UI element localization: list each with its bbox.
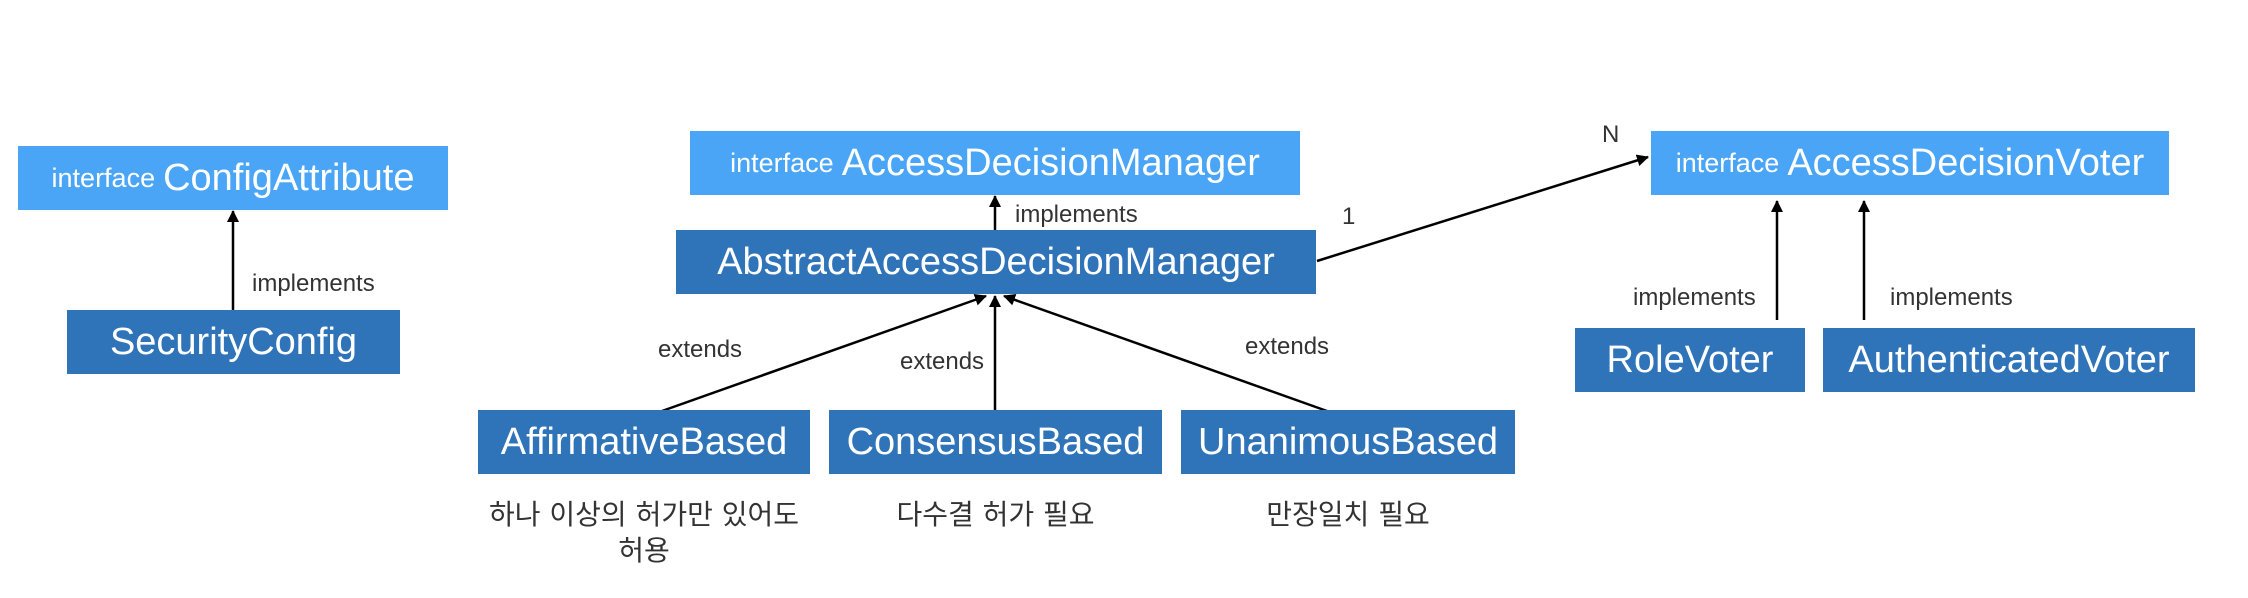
unanimous-based-class: UnanimousBased bbox=[1181, 410, 1515, 474]
class-name: UnanimousBased bbox=[1198, 420, 1498, 463]
class-name: AffirmativeBased bbox=[500, 420, 788, 463]
class-name: ConfigAttribute bbox=[163, 156, 415, 199]
access-decision-manager-interface: interface AccessDecisionManager bbox=[690, 131, 1300, 195]
affirmative-based-class: AffirmativeBased bbox=[478, 410, 810, 474]
class-name: AbstractAccessDecisionManager bbox=[717, 240, 1275, 283]
security-config-class: SecurityConfig bbox=[67, 310, 400, 374]
implements-label: implements bbox=[1890, 284, 2013, 311]
edge-affirmative-to-abstractmanager bbox=[661, 294, 987, 413]
authenticated-voter-class: AuthenticatedVoter bbox=[1823, 328, 2195, 392]
consensus-based-class: ConsensusBased bbox=[829, 410, 1162, 474]
interface-keyword: interface bbox=[730, 147, 834, 178]
extends-label: extends bbox=[658, 336, 743, 363]
implements-label: implements bbox=[252, 270, 375, 297]
implements-label: implements bbox=[1633, 284, 1756, 311]
config-attribute-interface: interface ConfigAttribute bbox=[18, 146, 448, 210]
extends-label: extends bbox=[1245, 333, 1330, 360]
edge-abstractmanager-to-voter bbox=[1316, 154, 1649, 263]
implements-label: implements bbox=[1015, 201, 1138, 228]
access-decision-voter-interface: interface AccessDecisionVoter bbox=[1651, 131, 2169, 195]
extends-label: extends bbox=[900, 348, 985, 375]
class-name: AccessDecisionManager bbox=[841, 141, 1260, 184]
multiplicity-one-label: 1 bbox=[1342, 203, 1356, 230]
class-name: AuthenticatedVoter bbox=[1848, 338, 2170, 381]
consensus-note: 다수결 허가 필요 bbox=[896, 498, 1095, 531]
abstract-access-decision-manager-class: AbstractAccessDecisionManager bbox=[676, 230, 1316, 294]
class-name: SecurityConfig bbox=[109, 320, 358, 363]
class-name: AccessDecisionVoter bbox=[1787, 141, 2145, 184]
interface-keyword: interface bbox=[51, 162, 156, 193]
affirmative-note: 하나 이상의 허가만 있어도 허용 bbox=[488, 498, 800, 567]
class-name: ConsensusBased bbox=[846, 420, 1145, 463]
class-name: RoleVoter bbox=[1606, 338, 1774, 381]
unanimous-note: 만장일치 필요 bbox=[1266, 498, 1430, 531]
interface-keyword: interface bbox=[1675, 147, 1780, 178]
multiplicity-many-label: N bbox=[1602, 121, 1620, 148]
edge-unanimous-to-abstractmanager bbox=[1003, 294, 1328, 413]
role-voter-class: RoleVoter bbox=[1575, 328, 1805, 392]
